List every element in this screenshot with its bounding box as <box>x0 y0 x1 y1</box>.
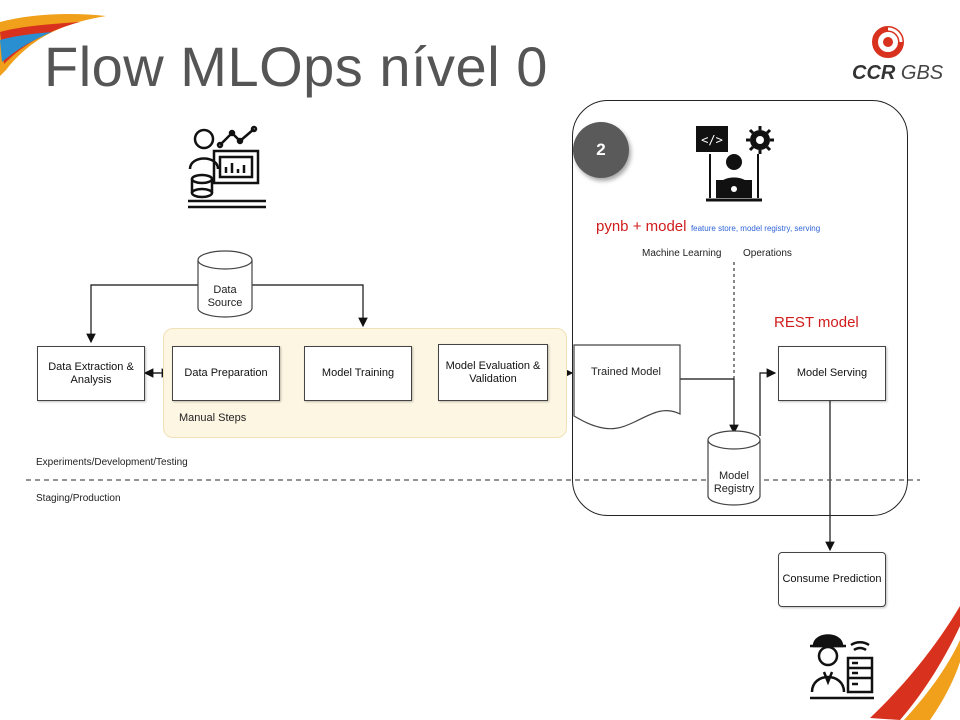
manual-steps-label: Manual Steps <box>179 412 247 424</box>
consume-prediction-node: Consume Prediction <box>778 552 886 607</box>
pynb-model-detail: feature store, model registry, serving <box>690 224 821 233</box>
ccr-gbs-logo: CCR GBS <box>852 62 943 85</box>
operations-label: Operations <box>743 248 792 259</box>
logo-brand-light: GBS <box>895 62 944 84</box>
pynb-model-main: pynb + model <box>596 218 687 235</box>
ccr-logo-icon <box>872 26 904 58</box>
data-source-label: Data Source <box>207 284 243 309</box>
model-registry-cylinder <box>707 430 761 506</box>
model-training-node: Model Training <box>304 346 412 401</box>
experiments-label: Experiments/Development/Testing <box>36 457 188 468</box>
machine-learning-label: Machine Learning <box>642 248 722 259</box>
data-scientist-icon <box>188 125 266 209</box>
data-preparation-node: Data Preparation <box>172 346 280 401</box>
model-evaluation-node: Model Evaluation & Validation <box>438 344 548 401</box>
logo-brand-bold: CCR <box>852 62 896 84</box>
data-source-cylinder <box>197 250 253 318</box>
developer-laptop-icon: </> <box>696 126 774 202</box>
engineer-server-icon <box>810 634 874 700</box>
corner-swoosh-bottom-right <box>870 606 960 720</box>
svg-text:</>: </> <box>701 133 723 147</box>
corner-swoosh-top-left <box>0 14 106 76</box>
data-extraction-node: Data Extraction & Analysis <box>37 346 145 401</box>
step-number-badge: 2 <box>573 122 629 178</box>
page-title: Flow MLOps nível 0 <box>44 35 548 98</box>
rest-model-label: REST model <box>774 314 859 331</box>
pynb-model-label: pynb + model feature store, model regist… <box>596 218 820 236</box>
model-registry-label: Model Registry <box>713 470 755 495</box>
staging-label: Staging/Production <box>36 493 121 504</box>
trained-model-label: Trained Model <box>591 366 661 378</box>
model-serving-node: Model Serving <box>778 346 886 401</box>
mlops-panel <box>572 100 908 516</box>
trained-model-document <box>573 344 681 430</box>
